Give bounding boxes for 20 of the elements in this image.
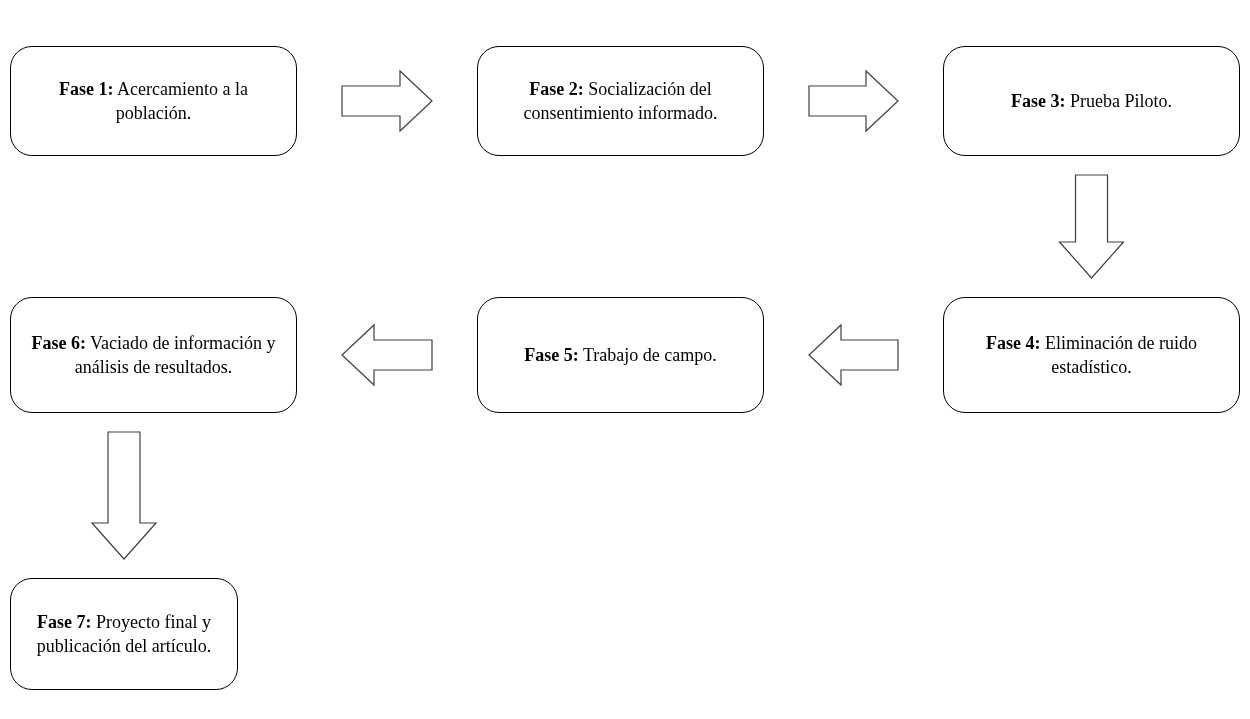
phase-box [477, 46, 764, 156]
phase-box [943, 46, 1240, 156]
block-arrow [808, 323, 899, 387]
phase-text: Fase 5: Trabajo de campo. [524, 343, 717, 367]
block-arrow [90, 431, 158, 560]
phase-text: Fase 3: Prueba Piloto. [1011, 89, 1172, 113]
phase-box [10, 46, 297, 156]
phase-text: Fase 2: Socialización del consentimiento informado. [522, 77, 719, 125]
phase-box [10, 578, 238, 690]
block-arrow [341, 323, 433, 387]
block-arrow [808, 69, 899, 133]
phase-box [10, 297, 297, 413]
block-arrow [341, 69, 433, 133]
phase-text: Fase 4: Eliminación de ruido estadístico. [985, 331, 1198, 379]
phase-box [477, 297, 764, 413]
phase-text: Fase 7: Proyecto final y publicación del artículo. [35, 610, 213, 658]
phase-text: Fase 1: Acercamiento a la población. [58, 77, 249, 125]
phase-box [943, 297, 1240, 413]
block-arrow [1058, 174, 1125, 279]
phase-text: Fase 6: Vaciado de información y análisis de resultados. [30, 331, 277, 379]
